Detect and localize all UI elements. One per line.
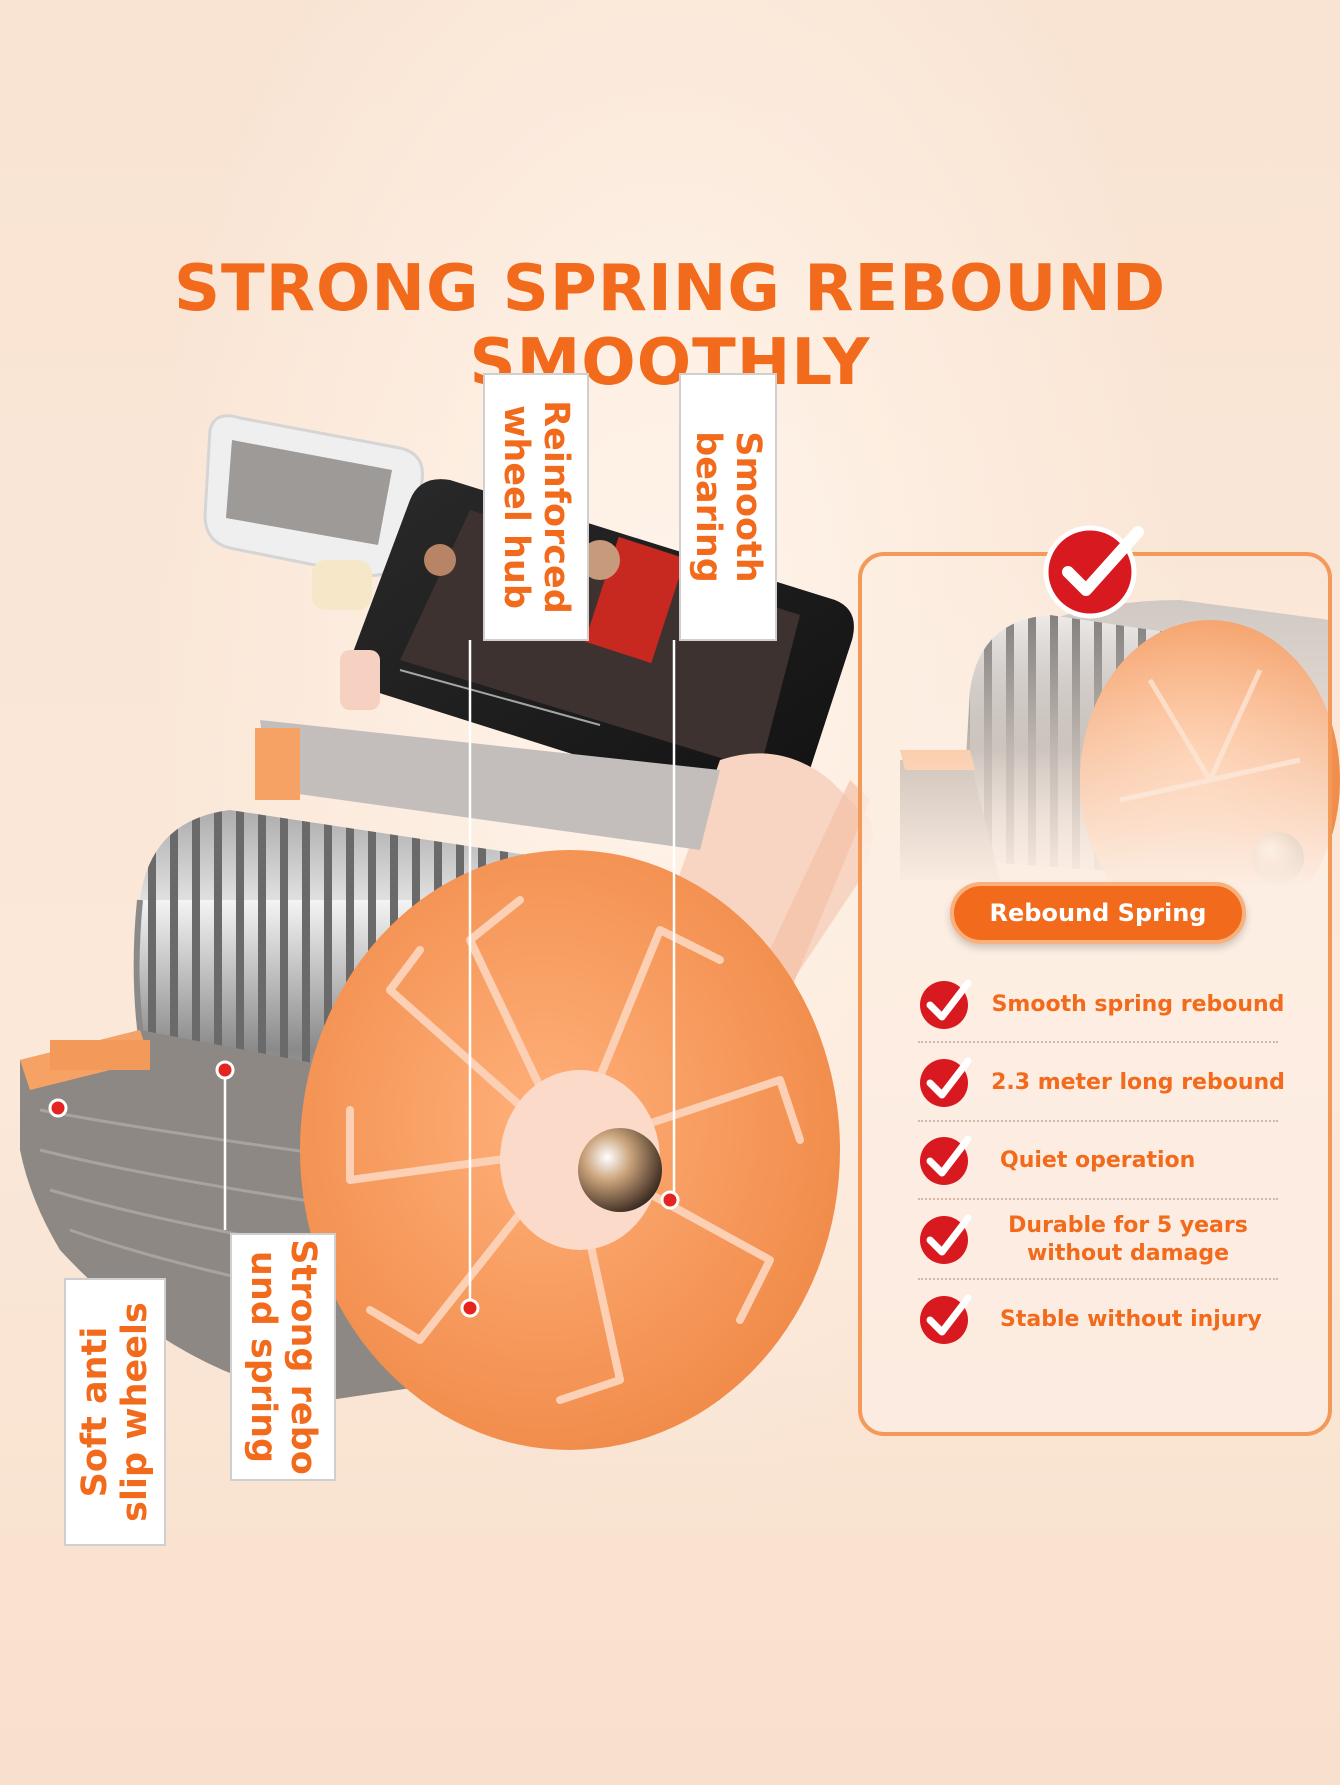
bearing: [578, 1128, 662, 1212]
check-badge-icon: [1043, 525, 1144, 619]
check-icon: [920, 1214, 972, 1264]
divider: [918, 1120, 1278, 1122]
feature-item: Durable for 5 years without damage: [918, 1210, 1280, 1280]
feature-item: Stable without injury: [918, 1290, 1280, 1350]
callout-smooth-bearing: Smooth bearing: [679, 373, 777, 641]
feature-text: 2.3 meter long rebound: [991, 1070, 1285, 1095]
callout-text: Reinforced wheel hub: [496, 400, 576, 614]
callout-anti-slip-wheels: Soft anti slip wheels: [64, 1278, 166, 1546]
feature-text: Stable without injury: [1000, 1307, 1262, 1332]
callout-reinforced-wheel-hub: Reinforced wheel hub: [483, 373, 589, 641]
divider: [918, 1278, 1278, 1280]
headline: STRONG SPRING REBOUND SMOOTHLY: [173, 252, 1167, 400]
feature-text: Durable for 5 years without damage: [1008, 1213, 1248, 1266]
feature-text: Smooth spring rebound: [991, 992, 1285, 1017]
callout-spring: Strong rebo und spring: [230, 1233, 336, 1481]
check-icon: [920, 1057, 972, 1107]
divider: [918, 1198, 1278, 1200]
callout-text: Strong rebo und spring: [243, 1239, 323, 1475]
check-icon: [920, 1135, 972, 1185]
callout-text: Smooth bearing: [688, 431, 768, 583]
divider: [918, 1041, 1278, 1043]
feature-text: Quiet operation: [1000, 1148, 1196, 1173]
feature-item: Smooth spring rebound: [918, 975, 1284, 1035]
feature-item: 2.3 meter long rebound: [918, 1053, 1285, 1113]
check-icon: [920, 979, 972, 1029]
feature-item: Quiet operation: [918, 1131, 1280, 1191]
check-icon: [920, 1294, 972, 1344]
panel-title-pill: Rebound Spring: [950, 882, 1246, 944]
callout-text: Soft anti slip wheels: [75, 1302, 155, 1522]
